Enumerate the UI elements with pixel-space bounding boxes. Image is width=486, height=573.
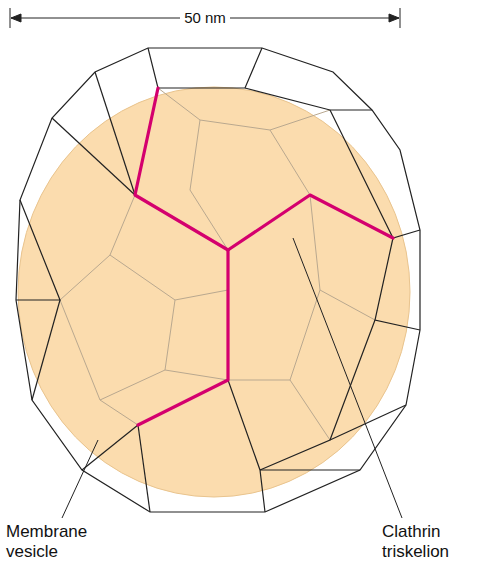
clathrin-cage <box>16 48 420 512</box>
dimension-line <box>10 8 400 28</box>
leader-line <box>62 238 402 518</box>
membrane-vesicle <box>18 87 410 497</box>
cage-back-edges <box>60 88 375 440</box>
part-label: Clathrin triskelion <box>382 522 482 562</box>
clathrin-triskelion <box>135 88 393 425</box>
part-label: Membrane vesicle <box>6 522 116 562</box>
dimension-label: 50 nm <box>180 9 230 27</box>
